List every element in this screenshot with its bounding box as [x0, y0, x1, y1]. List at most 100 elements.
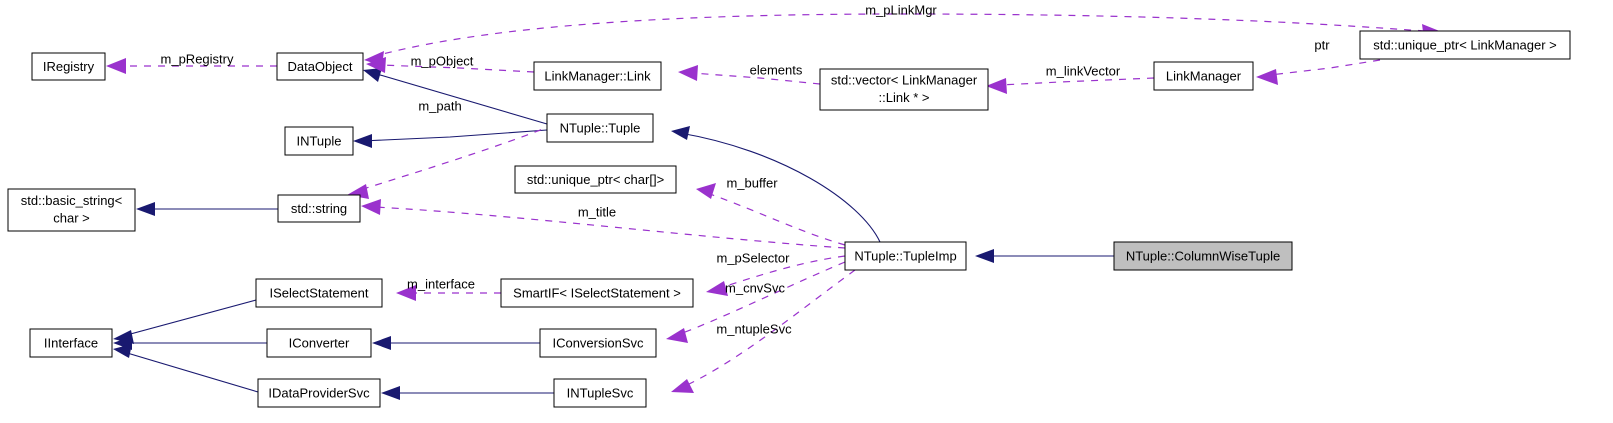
class-node-iregistry[interactable]: IRegistry	[31, 52, 106, 81]
class-node-label: std::vector< LinkManager	[831, 73, 978, 88]
class-node-label: IRegistry	[43, 59, 95, 74]
class-node-box[interactable]	[546, 113, 654, 143]
usage-edges	[106, 13, 1442, 393]
class-node-intuple[interactable]: INTuple	[284, 126, 354, 156]
class-node-box[interactable]	[276, 52, 364, 81]
class-node-uniqueptrchar[interactable]: std::unique_ptr< char[]>	[514, 165, 677, 194]
class-node-box[interactable]	[31, 52, 106, 81]
edge-linkmanager-vector	[999, 77, 1155, 86]
class-node-vectorlinkptr[interactable]: std::vector< LinkManager::Link * >	[819, 68, 989, 111]
arrowhead-usage-stdstring-title	[361, 199, 381, 215]
edge-label-m-plinkmgr: m_pLinkMgr	[865, 2, 937, 17]
class-node-label: DataObject	[287, 59, 352, 74]
class-node-label: IConversionSvc	[552, 335, 644, 350]
class-node-linkmanagerlink[interactable]: LinkManager::Link	[533, 61, 662, 91]
class-node-linkmanager[interactable]: LinkManager	[1153, 61, 1254, 91]
class-node-basicstring[interactable]: std::basic_string<char >	[7, 188, 136, 232]
edge-label-elements: elements	[750, 62, 803, 77]
class-node-label: ISelectStatement	[270, 285, 369, 300]
edge-label-m-interface: m_interface	[407, 276, 475, 291]
class-node-iselectstatement[interactable]: ISelectStatement	[255, 278, 383, 308]
class-node-iinterface[interactable]: IInterface	[29, 328, 113, 358]
edge-label-m-path: m_path	[418, 98, 461, 113]
class-node-columnwisetuple[interactable]: NTuple::ColumnWiseTuple	[1113, 241, 1293, 271]
class-node-ntupletupleimp[interactable]: NTuple::TupleImp	[844, 241, 967, 271]
class-node-label: std::string	[291, 201, 347, 216]
class-node-idataprovidersvc[interactable]: IDataProviderSvc	[257, 378, 381, 408]
arrowhead-inherit-dataobject-b	[363, 68, 382, 82]
class-node-label: std::unique_ptr< LinkManager >	[1373, 37, 1557, 52]
arrowhead-usage-vector	[986, 78, 1007, 94]
edge-tupleimp-intuplesvc	[684, 269, 856, 387]
arrowhead-usage-linkmanager	[1256, 69, 1278, 85]
class-node-ntupletuple[interactable]: NTuple::Tuple	[546, 113, 654, 143]
class-node-label: INTupleSvc	[567, 385, 634, 400]
class-node-label: INTuple	[296, 133, 341, 148]
class-node-label: NTuple::TupleImp	[854, 248, 956, 263]
edge-label-m-pobject: m_pObject	[411, 53, 474, 68]
class-node-box[interactable]	[7, 188, 136, 232]
edge-label-ptr: ptr	[1314, 37, 1330, 52]
class-node-label: NTuple::ColumnWiseTuple	[1126, 248, 1280, 263]
class-node-box[interactable]	[284, 126, 354, 156]
class-node-box[interactable]	[553, 378, 647, 408]
arrowhead-usage-smartif	[706, 281, 728, 296]
edge-uniqueptr-linkmanager	[1269, 59, 1381, 76]
arrowhead-usage-intuplesvc	[671, 379, 694, 393]
class-node-box[interactable]	[533, 61, 662, 91]
class-node-dataobject[interactable]: DataObject	[276, 52, 364, 81]
arrowhead-inherit-intuple	[353, 134, 372, 148]
arrowhead-usage-dataobject-linkmgr	[364, 51, 384, 66]
class-node-box[interactable]	[819, 68, 989, 111]
arrowhead-usage-iconversionsvc	[666, 328, 688, 343]
edge-label-m-title: m_title	[578, 204, 616, 219]
class-node-box[interactable]	[257, 378, 381, 408]
edge-ntupletuple-intuple	[361, 129, 548, 142]
edge-label-m-buffer: m_buffer	[726, 175, 778, 190]
edge-tupleimp-stdstring	[374, 206, 846, 249]
arrowhead-inherit-iconverter	[372, 336, 391, 350]
edge-label-m-linkvector: m_linkVector	[1046, 63, 1121, 78]
class-node-label: IInterface	[44, 335, 98, 350]
arrowhead-inherit-iinterface-c	[113, 344, 132, 358]
edge-iselectstatement-iinterface	[122, 299, 257, 337]
class-node-intuplesvc[interactable]: INTupleSvc	[553, 378, 647, 408]
class-node-stdstring[interactable]: std::string	[277, 194, 361, 223]
class-node-label-line2: ::Link * >	[879, 90, 930, 105]
class-node-box[interactable]	[255, 278, 383, 308]
class-node-box[interactable]	[1359, 30, 1571, 60]
edge-idataprovidersvc-iinterface	[123, 351, 259, 393]
class-node-uniqueptrlinkmanager[interactable]: std::unique_ptr< LinkManager >	[1359, 30, 1571, 60]
class-node-label: LinkManager	[1166, 68, 1242, 83]
arrowhead-usage-link	[678, 65, 698, 81]
inheritance-edges	[113, 68, 1114, 400]
class-node-label: NTuple::Tuple	[560, 120, 641, 135]
class-node-label: SmartIF< ISelectStatement >	[513, 285, 681, 300]
class-node-iconversionsvc[interactable]: IConversionSvc	[539, 328, 657, 358]
class-node-label: IDataProviderSvc	[268, 385, 370, 400]
edge-ntupletuple-dataobject	[369, 71, 548, 125]
class-node-box[interactable]	[29, 328, 113, 358]
edge-tupleimp-smartif	[719, 255, 846, 289]
edge-label-m-pselector: m_pSelector	[717, 250, 791, 265]
class-node-box[interactable]	[539, 328, 657, 358]
arrowhead-inherit-idataprovidersvc	[381, 386, 400, 400]
class-node-box[interactable]	[1153, 61, 1254, 91]
edge-tupleimp-uniqueptrchar	[709, 193, 846, 246]
class-node-box[interactable]	[500, 278, 694, 308]
class-node-box[interactable]	[514, 165, 677, 194]
edge-labels: m_pRegistry m_pObject elements m_linkVec…	[161, 2, 1331, 336]
class-node-box[interactable]	[844, 241, 967, 271]
arrowhead-inherit-tupleimp	[975, 249, 994, 263]
class-node-smartifiselect[interactable]: SmartIF< ISelectStatement >	[500, 278, 694, 308]
edge-uniqueptr-dataobject	[374, 13, 1426, 57]
class-node-label: LinkManager::Link	[544, 68, 651, 83]
class-node-box[interactable]	[266, 328, 372, 358]
arrowhead-inherit-ntupletuple	[671, 126, 690, 140]
class-node-iconverter[interactable]: IConverter	[266, 328, 372, 358]
class-node-box[interactable]	[1113, 241, 1293, 271]
class-node-box[interactable]	[277, 194, 361, 223]
